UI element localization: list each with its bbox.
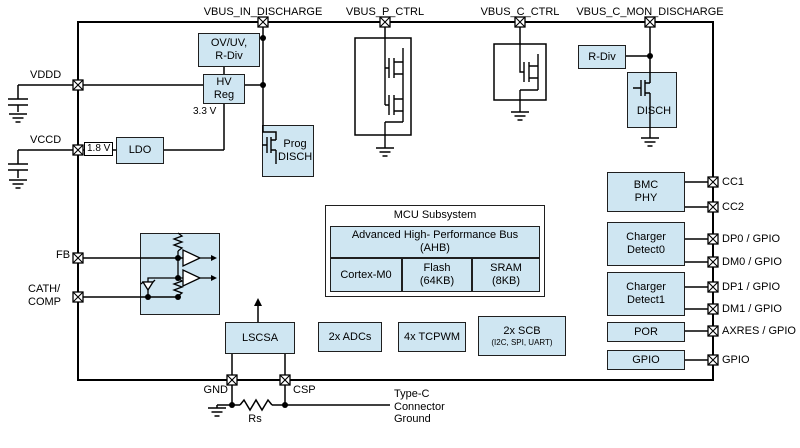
block-sram: SRAM (8KB) xyxy=(472,258,540,292)
pin-label-csp: CSP xyxy=(293,384,316,396)
block-flash: Flash (64KB) xyxy=(402,258,472,292)
pin-label-cc2: CC2 xyxy=(722,201,745,213)
pin-label-vbus-c-ctrl: VBUS_C_CTRL xyxy=(480,6,560,18)
block-bmc-phy: BMC PHY xyxy=(607,172,685,212)
block-error-amp xyxy=(140,233,220,315)
prog-disch-label: Prog DISCH xyxy=(278,138,313,163)
block-disch xyxy=(627,72,677,128)
pin-label-dm0: DM0 / GPIO xyxy=(722,256,782,268)
pin-label-gpio: GPIO xyxy=(722,354,750,366)
block-gpio: GPIO xyxy=(607,350,685,370)
label-1v8: 1.8 V xyxy=(84,142,114,156)
pin-label-cath-comp: CATH/ COMP xyxy=(28,283,61,308)
pin-label-dp0: DP0 / GPIO xyxy=(722,233,781,245)
block-hv-reg: HV Reg xyxy=(203,74,245,104)
scb-label: 2x SCB xyxy=(503,325,541,338)
block-r-div: R-Div xyxy=(578,45,626,69)
rs-resistor xyxy=(239,398,273,412)
scb-sublabel: (I2C, SPI, UART) xyxy=(491,337,553,347)
provider-fets xyxy=(384,38,404,148)
block-ovuv-rdiv: OV/UV, R-Div xyxy=(198,33,260,67)
pin-label-vbus-p-ctrl: VBUS_P_CTRL xyxy=(345,6,425,18)
block-charger-detect0: Charger Detect0 xyxy=(607,222,685,266)
block-tcpwm: 4x TCPWM xyxy=(398,322,466,352)
label-rs: Rs xyxy=(248,413,262,425)
block-ahb: Advanced High- Performance Bus (AHB) xyxy=(330,226,540,258)
pin-label-vddd: VDDD xyxy=(30,69,62,81)
block-charger-detect1: Charger Detect1 xyxy=(607,272,685,316)
disch-label: DISCH xyxy=(636,105,672,117)
block-ldo: LDO xyxy=(116,137,164,164)
pin-label-vccd: VCCD xyxy=(30,134,62,146)
provider-fet-box xyxy=(354,37,412,136)
mcu-title: MCU Subsystem xyxy=(393,209,477,221)
lscsa-arrow xyxy=(254,298,262,306)
pin-label-axres: AXRES / GPIO xyxy=(722,325,796,337)
pin-label-fb: FB xyxy=(56,249,71,261)
block-scb: 2x SCB (I2C, SPI, UART) xyxy=(478,316,566,356)
block-por: POR xyxy=(607,322,685,342)
consumer-fet-box xyxy=(493,43,547,101)
pin-label-dm1: DM1 / GPIO xyxy=(722,303,782,315)
pin-label-vbus-c-mon-discharge: VBUS_C_MON_DISCHARGE xyxy=(576,6,724,18)
pin-label-vbus-in-discharge: VBUS_IN_DISCHARGE xyxy=(203,6,323,18)
block-lscsa: LSCSA xyxy=(225,322,295,354)
pin-label-dp1: DP1 / GPIO xyxy=(722,281,781,293)
pin-label-cc1: CC1 xyxy=(722,176,745,188)
block-cortex-m0: Cortex-M0 xyxy=(330,258,402,292)
pin-label-gnd: GND xyxy=(203,384,228,396)
block-adcs: 2x ADCs xyxy=(318,322,382,352)
consumer-fet xyxy=(519,44,539,112)
label-typec-ground: Type-C Connector Ground xyxy=(394,388,445,426)
label-3v3: 3.3 V xyxy=(193,106,217,117)
